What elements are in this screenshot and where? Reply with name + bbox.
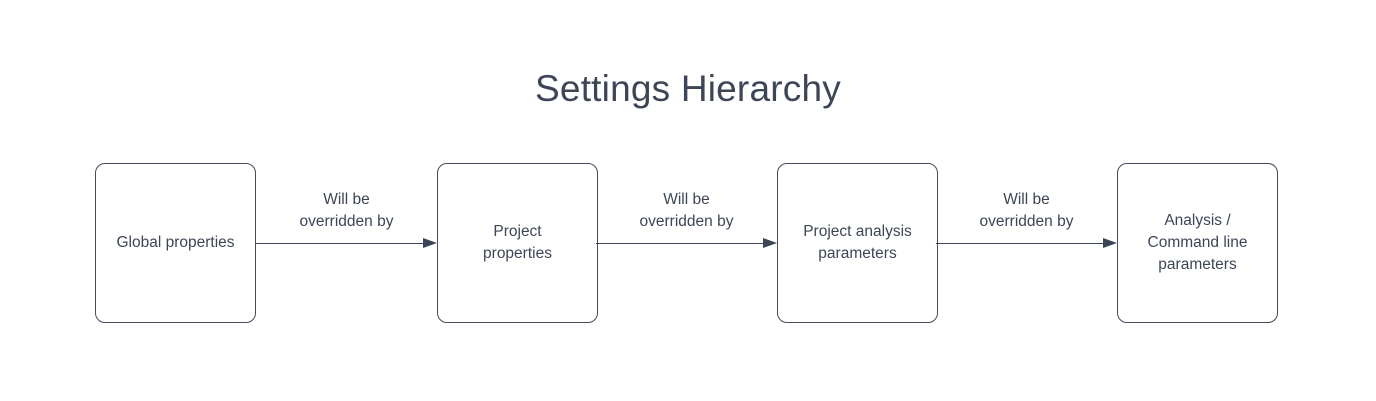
node-label: Project properties [483,223,552,262]
arrow-head-icon [763,238,777,248]
node-label: Project analysis parameters [803,223,912,262]
connector-3: Will be overridden by [936,163,1117,323]
node-label: Analysis / Command line parameters [1147,212,1248,273]
arrow-line [936,242,1105,245]
arrow-head-icon [1103,238,1117,248]
diagram-title: Settings Hierarchy [535,68,841,109]
connector-1: Will be overridden by [256,163,437,323]
connector-label: Will be overridden by [299,191,394,230]
node-project-analysis-parameters: Project analysis parameters [777,163,938,323]
connector-label: Will be overridden by [639,191,734,230]
arrow-head-icon [423,238,437,248]
arrow-line [256,242,425,245]
connector-label: Will be overridden by [979,191,1074,230]
node-analysis-command-line-parameters: Analysis / Command line parameters [1117,163,1278,323]
arrow-line [596,242,765,245]
node-label: Global properties [116,234,235,251]
node-global-properties: Global properties [95,163,256,323]
connector-2: Will be overridden by [596,163,777,323]
node-project-properties: Project properties [437,163,598,323]
